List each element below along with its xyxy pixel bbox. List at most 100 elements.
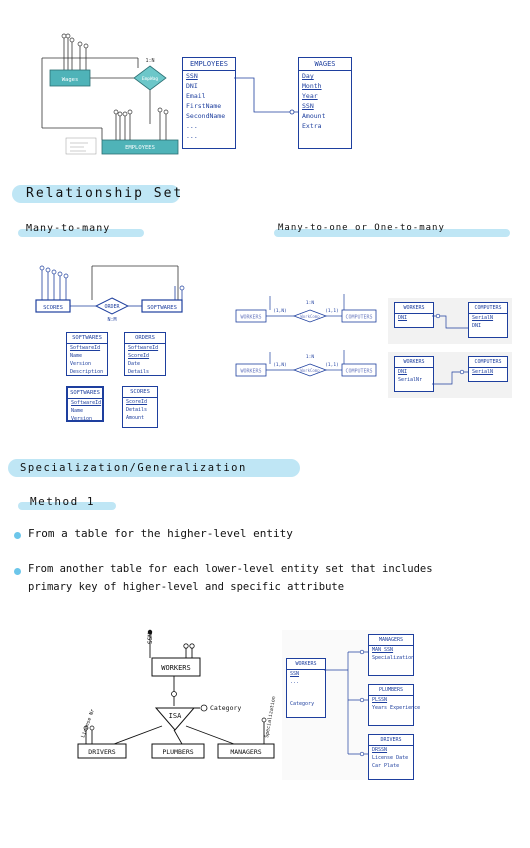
isa-table-row: DRSSN xyxy=(372,747,388,753)
m2o-table-row: DNI xyxy=(398,315,408,321)
isa-managers-label: MANAGERS xyxy=(230,748,261,756)
method-highlight xyxy=(18,502,116,510)
empwag-label: EmpWag xyxy=(142,76,159,82)
svg-text:(1,1): (1,1) xyxy=(325,308,339,314)
employees-table: EMPLOYEES SSN DNI Email FirstName Second… xyxy=(182,57,236,149)
m2o-table-header: WORKERS xyxy=(395,357,433,368)
m2o-title: Many-to-one or One-to-many xyxy=(278,223,445,233)
m2m-table-row: SoftwareId xyxy=(70,345,101,351)
svg-text:1:N: 1:N xyxy=(306,354,314,360)
empwag-relationship xyxy=(133,65,167,91)
m2m-softwares-label: SOFTWARES xyxy=(147,305,177,311)
isa-plumbers-entity xyxy=(151,743,205,759)
m2o-table-card-2: WORKERS DNI SerialNr COMPUTERS SerialN xyxy=(388,352,512,398)
m2m-table-row: ScoreId xyxy=(126,399,148,405)
wages-row: Month xyxy=(302,82,322,90)
m2m-table: ORDERS SoftwareId ScoreId Date Details xyxy=(124,332,166,376)
bullet-2 xyxy=(14,568,21,575)
svg-text:WorkComp: WorkComp xyxy=(300,368,320,373)
m2o-table-row: DNI xyxy=(398,369,408,375)
employees-entity-label: EMPLOYEES xyxy=(125,145,155,151)
m2m-table: SOFTWARES SoftwareId Name Version Descri… xyxy=(66,332,108,376)
section1-title: Relationship Set xyxy=(26,186,184,201)
m2o-table-row: DNI xyxy=(472,323,482,329)
svg-text:(1,N): (1,N) xyxy=(273,308,287,314)
m2m-table-row: SoftwareId xyxy=(128,345,159,351)
isa-label: ISA xyxy=(169,712,182,720)
wages-row: Day xyxy=(302,72,314,80)
employees-row: ... xyxy=(186,122,198,130)
isa-table-row: License Date xyxy=(372,755,409,761)
wages-row: Year xyxy=(302,92,318,100)
employees-row: ... xyxy=(186,132,198,140)
m2o-computers-table: COMPUTERS SerialN DNI xyxy=(468,302,508,338)
isa-table-row: Car Plate xyxy=(372,763,400,769)
isa-table-row: Specialization xyxy=(372,655,415,661)
isa-table-links xyxy=(324,649,368,757)
m2m-table-header: SOFTWARES xyxy=(68,388,102,399)
m2o-highlight xyxy=(274,229,510,237)
wages-entity-label: Wages xyxy=(62,77,79,83)
m2m-table-row: Name xyxy=(71,408,84,414)
employees-entity-box xyxy=(101,139,179,155)
svg-text:1:N: 1:N xyxy=(306,300,314,306)
m2o-table-header: COMPUTERS xyxy=(469,357,507,368)
isa-er-diagram: SSN WORKERS ISA Category License Nr Spec… xyxy=(77,629,277,759)
m2m-table-row: Amount xyxy=(126,415,145,421)
wages-table-header: WAGES xyxy=(299,58,351,71)
employees-row: Email xyxy=(186,92,206,100)
isa-table-row: ... xyxy=(290,679,300,685)
employees-row: SSN xyxy=(186,72,198,80)
m2m-title: Many-to-many xyxy=(26,223,111,234)
m2m-table-row: ScoreId xyxy=(128,353,150,359)
isa-table-header: WORKERS xyxy=(287,659,325,670)
m2m-table-row: Description xyxy=(70,369,104,375)
isa-managers-table: MANAGERS MAN SSN Specialization xyxy=(368,634,414,676)
isa-table-row: PLSSN xyxy=(372,697,388,703)
svg-text:WORKERS: WORKERS xyxy=(240,369,261,375)
m2m-scores-label: SCORES xyxy=(43,305,63,311)
m2o-table-card-1: WORKERS DNI COMPUTERS SerialN DNI xyxy=(388,298,512,344)
section2-title: Specialization/Generalization xyxy=(20,462,247,474)
isa-attr-license: License Nr xyxy=(80,708,96,738)
isa-drivers-entity xyxy=(77,743,127,759)
isa-drivers-table: DRIVERS DRSSN License Date Car Plate xyxy=(368,734,414,780)
m2o-computers-table: COMPUTERS SerialN xyxy=(468,356,508,382)
isa-table-header: DRIVERS xyxy=(369,735,413,746)
wages-table: WAGES Day Month Year SSN Amount Extra xyxy=(298,57,352,149)
m2o-link-1 xyxy=(432,313,468,329)
m2m-table: SCORES ScoreId Details Amount xyxy=(122,386,158,428)
wages-entity-box xyxy=(49,69,91,87)
isa-table-header: PLUMBERS xyxy=(369,685,413,696)
m2m-table-row: Version xyxy=(70,361,92,367)
m2m-table-row: Name xyxy=(70,353,83,359)
m2m-cardinality: N:M xyxy=(107,317,116,323)
employees-row: SecondName xyxy=(186,112,226,120)
bullet-2-text-line2: primary key of higher-level and specific… xyxy=(28,581,345,593)
m2o-er-diagram-1: WORKERS WorkComp (1,N) (1,1) 1:N COMPUTE… xyxy=(235,294,377,323)
employees-table-header: EMPLOYEES xyxy=(183,58,235,71)
svg-text:WorkComp: WorkComp xyxy=(300,314,320,319)
isa-table-header: MANAGERS xyxy=(369,635,413,646)
m2m-highlight xyxy=(18,229,144,237)
m2o-table-row: SerialN xyxy=(472,315,494,321)
svg-text:COMPUTERS: COMPUTERS xyxy=(345,369,372,375)
m2m-table-row: Details xyxy=(126,407,148,413)
wages-row: SSN xyxy=(302,102,314,110)
wages-row: Amount xyxy=(302,112,326,120)
isa-workers-entity xyxy=(151,657,201,677)
m2m-table-header: SCORES xyxy=(123,387,157,398)
isa-triangle xyxy=(154,707,196,731)
employees-row: FirstName xyxy=(186,102,222,110)
m2o-workers-table: WORKERS DNI SerialNr xyxy=(394,356,434,392)
m2o-relationship xyxy=(292,309,328,323)
wages-row: Extra xyxy=(302,122,322,130)
m2m-table-header: ORDERS xyxy=(125,333,165,344)
m2o-computers-entity xyxy=(341,309,377,323)
m2m-table-row: Details xyxy=(128,369,150,375)
employees-wages-link xyxy=(234,77,298,115)
m2m-table-row: SoftwareId xyxy=(71,400,102,406)
m2o-workers-entity xyxy=(235,309,267,323)
employees-row: DNI xyxy=(186,82,198,90)
isa-table-row: MAN SSN xyxy=(372,647,394,653)
